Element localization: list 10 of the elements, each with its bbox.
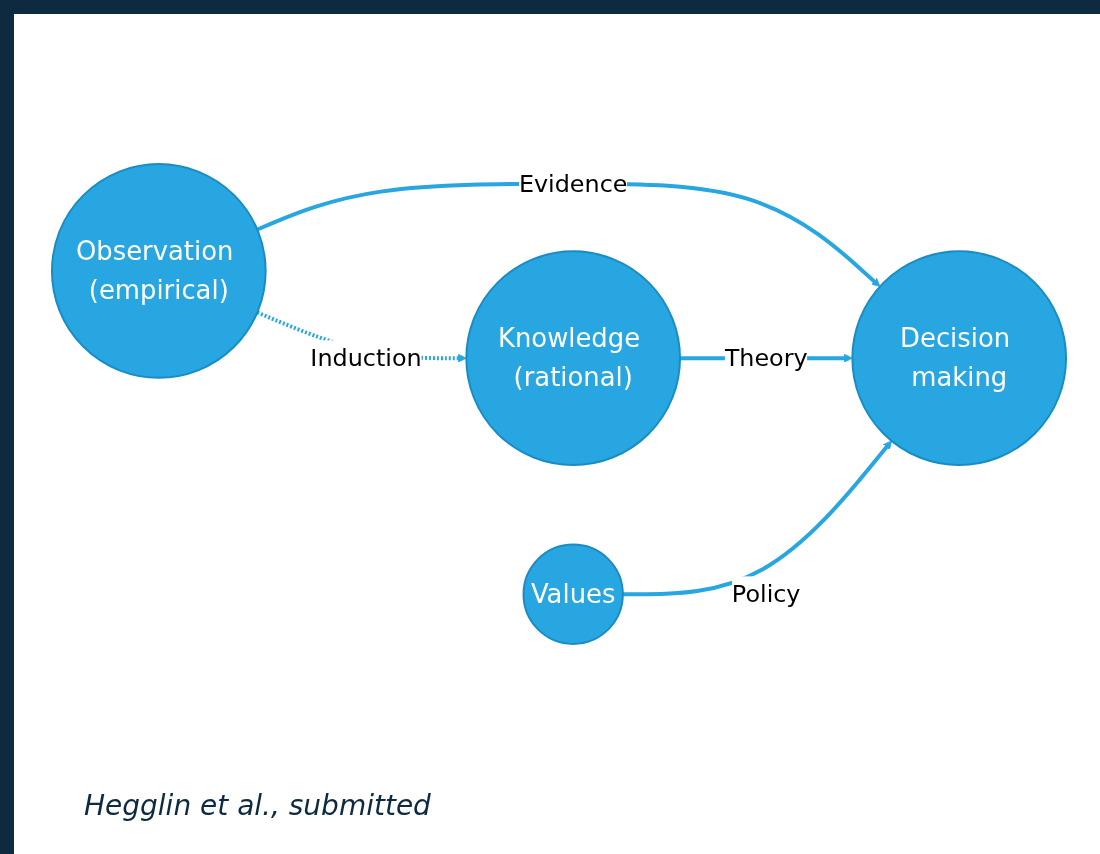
edge-label: Induction [310,344,422,373]
arrow [622,440,892,597]
node-circle: Decision making [851,250,1068,467]
edge-label: Policy [731,580,801,609]
node-circle: Values [522,543,624,645]
edge-label: Evidence [518,169,628,198]
caption: Hegglin et al., submitted [84,789,431,822]
node-circle: Knowledge (rational) [465,250,681,467]
node-circle: Observation (empirical) [50,163,267,379]
edge-label: Theory [724,344,808,373]
